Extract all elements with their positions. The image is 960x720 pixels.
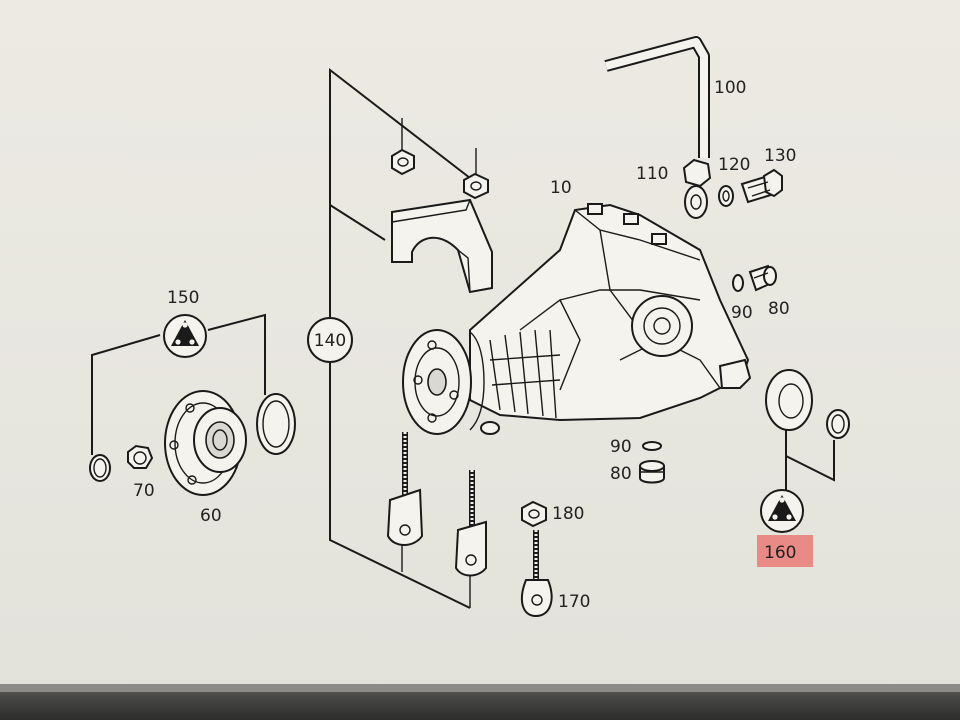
plug-screw-icon bbox=[639, 460, 665, 484]
mount-stud-icon bbox=[386, 432, 424, 546]
part-number-80-lower: 80 bbox=[610, 464, 632, 484]
highlight-box bbox=[757, 535, 813, 567]
washer-icon bbox=[732, 274, 744, 292]
washer-icon bbox=[642, 441, 662, 451]
part-number-170: 170 bbox=[558, 592, 590, 612]
o-ring-icon bbox=[256, 393, 296, 455]
mount-bracket-icon bbox=[391, 198, 493, 294]
part-number-130: 130 bbox=[764, 146, 796, 166]
hex-nut-icon bbox=[391, 148, 415, 176]
banjo-fitting-icon bbox=[682, 158, 712, 219]
kit-symbol-icon bbox=[760, 489, 804, 533]
part-number-180: 180 bbox=[552, 504, 584, 524]
part-number-160[interactable]: 160 bbox=[764, 543, 796, 563]
sealing-washer-icon bbox=[718, 185, 734, 207]
part-number-140: 140 bbox=[314, 331, 346, 351]
part-number-70: 70 bbox=[133, 481, 155, 501]
assembly-150-lines bbox=[91, 313, 266, 455]
part-number-80-upper: 80 bbox=[768, 299, 790, 319]
collar-nut-icon bbox=[127, 444, 154, 469]
hex-nut-icon bbox=[521, 500, 547, 528]
part-number-100: 100 bbox=[714, 78, 746, 98]
part-number-60: 60 bbox=[200, 506, 222, 526]
part-number-90-lower: 90 bbox=[610, 437, 632, 457]
stud-bolt-icon bbox=[520, 530, 553, 618]
banjo-bolt-icon bbox=[740, 168, 783, 204]
drive-flange-icon bbox=[164, 390, 247, 496]
monitor-bezel bbox=[0, 684, 960, 720]
seal-ring-icon bbox=[826, 409, 850, 439]
part-number-110: 110 bbox=[636, 164, 668, 184]
callout-140: 140 bbox=[307, 317, 353, 363]
vent-tube-icon bbox=[604, 36, 710, 158]
differential-housing-icon bbox=[402, 203, 752, 435]
assembly-160-lines bbox=[785, 425, 835, 490]
part-number-10: 10 bbox=[550, 178, 572, 198]
hex-nut-icon bbox=[463, 172, 489, 200]
assembly-140-bracket-lines bbox=[329, 67, 477, 609]
mount-stud-icon bbox=[454, 470, 487, 577]
plug-screw-icon bbox=[748, 264, 777, 292]
shim-ring-icon bbox=[765, 369, 813, 431]
part-number-150: 150 bbox=[167, 288, 199, 308]
kit-symbol-icon bbox=[163, 314, 207, 358]
seal-ring-icon bbox=[89, 454, 111, 482]
part-number-120: 120 bbox=[718, 155, 750, 175]
part-number-90-upper: 90 bbox=[731, 303, 753, 323]
